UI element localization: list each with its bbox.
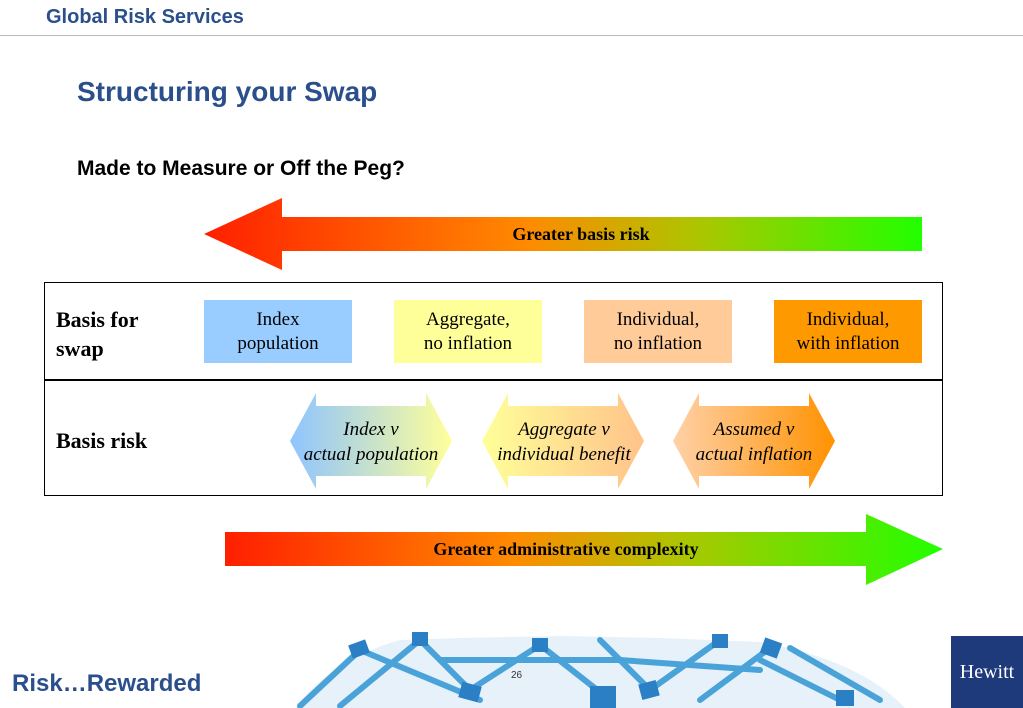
slide-subtitle: Made to Measure or Off the Peg?: [77, 157, 405, 180]
basis-for-swap-label-line2: swap: [56, 336, 104, 361]
header-title: Global Risk Services: [46, 6, 244, 28]
hewitt-logo-text: Hewitt: [959, 660, 1015, 683]
hewitt-logo: Hewitt: [951, 636, 1023, 708]
basis-for-swap-label: Basis for swap: [56, 305, 139, 363]
risk-label-line1: Assumed v: [713, 419, 795, 440]
basis-box-line2: with inflation: [796, 332, 900, 354]
basis-box-line1: Aggregate,: [426, 308, 510, 330]
bottom-arrow-label: Greater administrative complexity: [433, 539, 699, 559]
aggregate-v-individual-arrow: [482, 393, 644, 489]
network-sphere-graphic: [296, 632, 905, 708]
risk-label-index-v-actual: Index v actual population: [286, 417, 456, 467]
risk-label-line2: actual inflation: [695, 444, 813, 465]
greater-admin-complexity-arrow: [225, 514, 943, 585]
slide-title: Structuring your Swap: [77, 76, 378, 107]
basis-for-swap-label-line1: Basis for: [56, 307, 139, 332]
risk-label-assumed-v-actual: Assumed v actual inflation: [669, 417, 839, 467]
risk-label-line1: Index v: [343, 419, 399, 440]
risk-label-line2: actual population: [303, 444, 439, 465]
table-row-divider: [44, 379, 943, 381]
assumed-v-actual-arrow: [673, 393, 835, 489]
risk-label-line1: Aggregate v: [518, 419, 610, 440]
index-v-actual-arrow: [290, 393, 452, 489]
basis-box-individual-with-inflation: Individual, with inflation: [774, 300, 922, 363]
risk-label-line2: individual benefit: [497, 444, 631, 465]
basis-box-line2: no inflation: [423, 332, 513, 354]
header-divider: [0, 35, 1023, 36]
risk-label-aggregate-v-individual: Aggregate v individual benefit: [479, 417, 649, 467]
swap-table: [44, 282, 943, 496]
basis-box-line2: no inflation: [613, 332, 703, 354]
basis-box-line1: Individual,: [616, 308, 700, 330]
top-arrow-label: Greater basis risk: [512, 224, 650, 244]
basis-box-individual-no-inflation: Individual, no inflation: [584, 300, 732, 363]
page-number: 26: [511, 670, 523, 681]
footer-tagline: Risk…Rewarded: [12, 670, 202, 697]
basis-box-aggregate-no-inflation: Aggregate, no inflation: [394, 300, 542, 363]
basis-box-line1: Individual,: [806, 308, 890, 330]
basis-box-line2: population: [237, 332, 319, 354]
greater-basis-risk-arrow: [204, 198, 922, 270]
basis-risk-label: Basis risk: [56, 428, 148, 453]
basis-box-index-population: Index population: [204, 300, 352, 363]
basis-box-line1: Index: [256, 308, 300, 330]
